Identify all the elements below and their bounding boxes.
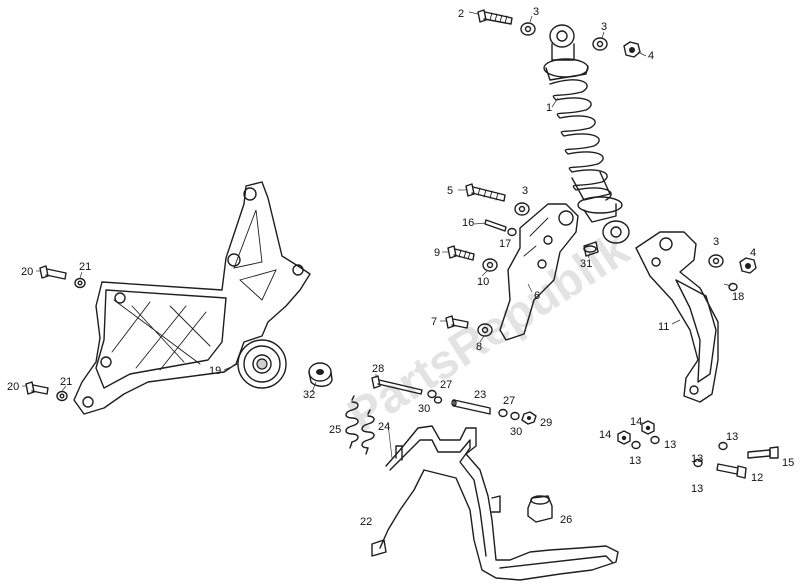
callout-16: 16	[462, 217, 474, 229]
callout-21: 21	[60, 376, 72, 388]
callout-32: 32	[303, 389, 315, 401]
screw-16	[484, 219, 507, 232]
washer-21-lower	[56, 390, 68, 402]
washer-30-right	[510, 411, 520, 421]
spring-24	[361, 409, 375, 455]
callout-13: 13	[691, 483, 703, 495]
washer-3-right	[708, 254, 724, 268]
bolt-5	[465, 183, 506, 202]
nut-14-lower	[617, 430, 631, 445]
frame-plate	[73, 181, 311, 415]
rubber-stop-26	[527, 495, 553, 523]
callout-20: 20	[21, 266, 33, 278]
callout-27: 27	[440, 379, 452, 391]
callout-6: 6	[534, 290, 540, 302]
bolt-20-upper	[39, 265, 67, 280]
bush-32	[308, 362, 333, 387]
center-stand-22	[371, 425, 619, 581]
callout-31: 31	[580, 258, 592, 270]
washer-8	[477, 323, 493, 337]
nut-29	[521, 411, 537, 425]
bolt-2	[477, 9, 513, 25]
callout-30: 30	[418, 403, 430, 415]
spring-25	[345, 395, 359, 449]
callout-13: 13	[664, 439, 676, 451]
bracket-11	[635, 231, 719, 403]
callout-3: 3	[522, 185, 528, 197]
washer-17	[507, 227, 517, 237]
callout-28: 28	[372, 363, 384, 375]
callout-13: 13	[726, 431, 738, 443]
callout-3: 3	[533, 6, 539, 18]
callout-30: 30	[510, 426, 522, 438]
callout-25: 25	[329, 424, 341, 436]
washer-13-upper	[650, 435, 660, 445]
washer-21-upper	[74, 277, 86, 289]
callout-14: 14	[630, 416, 642, 428]
callout-20: 20	[7, 381, 19, 393]
washer-18	[728, 282, 738, 292]
callout-22: 22	[360, 516, 372, 528]
callout-21: 21	[79, 261, 91, 273]
callout-13: 13	[629, 455, 641, 467]
bearing-19	[237, 339, 287, 389]
watermark: PartsRepublik	[339, 223, 639, 443]
washer-27-left	[427, 389, 437, 399]
washer-13-right-lower	[693, 458, 703, 468]
callout-29: 29	[540, 417, 552, 429]
callout-9: 9	[434, 247, 440, 259]
bolt-9	[447, 245, 475, 261]
washer-13-lower	[631, 440, 641, 450]
shock-absorber	[543, 24, 630, 244]
shaft-23	[451, 399, 491, 415]
callout-3: 3	[601, 21, 607, 33]
callout-17: 17	[499, 238, 511, 250]
callout-14: 14	[599, 429, 611, 441]
bracket-6	[499, 203, 579, 341]
spacer-31	[583, 241, 599, 257]
washer-13-right-upper	[718, 441, 728, 451]
nut-4-right	[739, 257, 757, 274]
callout-23: 23	[474, 389, 486, 401]
washer-27-right	[498, 408, 508, 418]
bolt-7	[445, 315, 469, 329]
callout-26: 26	[560, 514, 572, 526]
callout-1: 1	[546, 102, 552, 114]
callout-3: 3	[713, 236, 719, 248]
bolt-20-lower	[25, 381, 49, 395]
callout-8: 8	[476, 341, 482, 353]
nut-4-top	[623, 41, 641, 58]
callout-24: 24	[378, 421, 390, 433]
callout-5: 5	[447, 185, 453, 197]
callout-18: 18	[732, 291, 744, 303]
callout-4: 4	[648, 50, 654, 62]
washer-10	[482, 258, 498, 272]
callout-27: 27	[503, 395, 515, 407]
bolt-15	[747, 446, 779, 459]
washer-3-top-left	[520, 22, 536, 36]
callout-19: 19	[209, 365, 221, 377]
washer-3-top-right	[592, 37, 608, 51]
callout-12: 12	[751, 472, 763, 484]
callout-13: 13	[691, 453, 703, 465]
nut-14-upper	[641, 420, 655, 435]
callout-10: 10	[477, 276, 489, 288]
bolt-12	[716, 463, 747, 479]
washer-3-mid	[514, 202, 530, 216]
callouts: 1 2 3 3 4 5 3 16 17 9 10 6 7 8 31 3 4 18…	[7, 6, 794, 528]
callout-11: 11	[658, 321, 669, 333]
callout-2: 2	[458, 8, 464, 20]
washer-30-left	[433, 396, 443, 404]
callout-4: 4	[750, 247, 756, 259]
leader-lines	[22, 11, 732, 459]
callout-15: 15	[782, 457, 794, 469]
callout-7: 7	[431, 316, 437, 328]
